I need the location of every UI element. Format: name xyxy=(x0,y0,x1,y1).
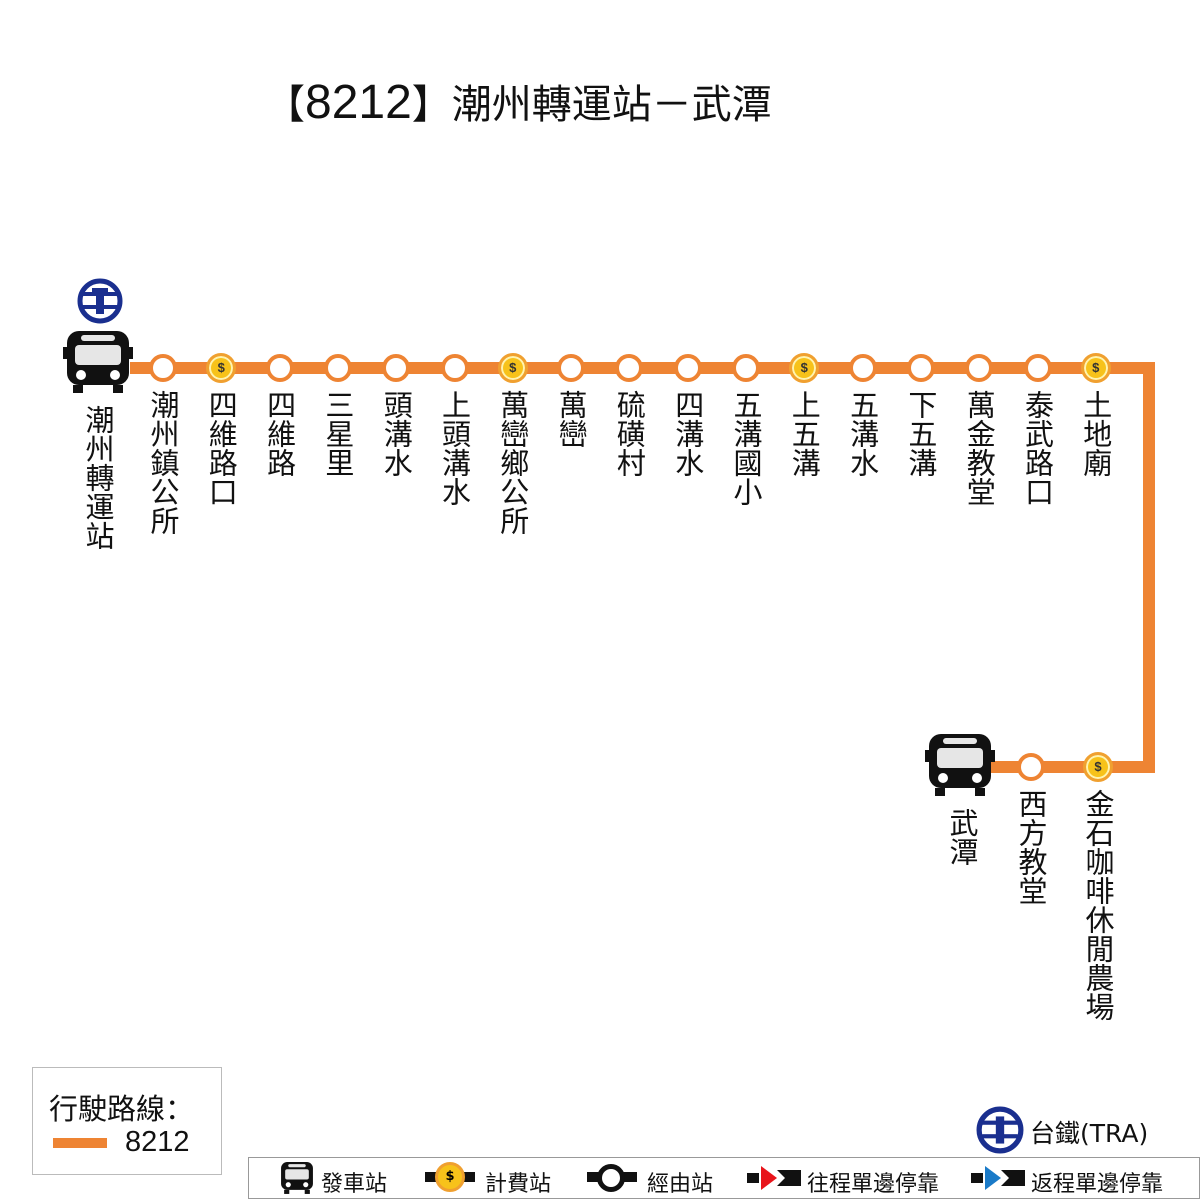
stop-marker xyxy=(1023,354,1052,382)
route-legend: 行駛路線： 8212 xyxy=(32,1067,222,1175)
stop-marker xyxy=(732,354,760,382)
stop-label: 三星里 xyxy=(320,390,355,477)
stop-marker xyxy=(440,354,469,382)
stop-label: 頭溝水 xyxy=(379,390,414,477)
stop-marker xyxy=(673,354,702,382)
tra-icon xyxy=(77,278,123,324)
stop-marker xyxy=(382,354,411,382)
stop-marker xyxy=(615,354,644,382)
stop-label: 西方教堂 xyxy=(1014,789,1048,905)
stop-label: 萬巒鄉公所 xyxy=(495,390,530,535)
via-legend-icon xyxy=(597,1164,625,1192)
start-bus-icon xyxy=(63,329,133,395)
stop-label: 泰武路口 xyxy=(1020,390,1055,506)
page-title: 【8212】潮州轉運站－武潭 xyxy=(265,72,772,130)
fare-legend-icon: $ xyxy=(435,1162,465,1192)
stop-label: 萬巒 xyxy=(554,390,589,448)
stop-marker xyxy=(1017,753,1045,781)
legend-via-label: 經由站 xyxy=(647,1172,714,1197)
route-name: 潮州轉運站－武潭 xyxy=(451,82,772,128)
stop-marker xyxy=(557,354,586,382)
tra-legend-label: 台鐵(TRA) xyxy=(1030,1119,1149,1148)
stop-marker xyxy=(965,354,994,382)
stop-label: 五溝國小 xyxy=(729,390,763,506)
stop-label: 四溝水 xyxy=(670,390,705,477)
legend-fare-label: 計費站 xyxy=(485,1172,552,1197)
tra-legend-icon xyxy=(976,1106,1024,1154)
outbound-arrow-icon xyxy=(747,1166,801,1190)
stop-marker xyxy=(906,354,935,382)
fare-stop-icon: $ xyxy=(789,353,820,383)
end-bus-icon xyxy=(925,732,995,798)
stop-label: 五溝水 xyxy=(845,390,880,477)
stop-label: 上頭溝水 xyxy=(437,390,472,506)
end-terminal-label: 武潭 xyxy=(945,808,979,866)
bus-terminal-icon xyxy=(281,1162,313,1194)
fare-stop-icon: $ xyxy=(1080,353,1111,383)
inbound-arrow-icon xyxy=(971,1166,1025,1190)
stop-label: 土地廟 xyxy=(1078,390,1113,477)
stop-marker xyxy=(149,354,177,382)
fare-stop-icon: $ xyxy=(206,353,237,383)
stop-marker xyxy=(848,354,877,382)
stop-label: 四維路口 xyxy=(204,390,239,506)
route-line-right xyxy=(1143,362,1155,773)
stop-label: 潮州鎮公所 xyxy=(146,390,180,535)
stop-label: 下五溝 xyxy=(903,390,938,477)
bracket-close: 】 xyxy=(411,82,452,128)
route-legend-title: 行駛路線： xyxy=(49,1092,195,1126)
stop-marker xyxy=(265,354,294,382)
fare-stop-icon: $ xyxy=(1083,752,1113,782)
stop-marker xyxy=(323,354,352,382)
stop-label: 上五溝 xyxy=(787,390,822,477)
stop-label: 四維路 xyxy=(262,390,297,477)
stop-label: 金石咖啡休閒農場 xyxy=(1081,789,1115,1021)
legend-terminal-label: 發車站 xyxy=(321,1172,388,1197)
symbol-legend: 發車站 $ 計費站 經由站 往程單邊停靠 返程單邊停靠 xyxy=(248,1157,1200,1199)
stop-label: 萬金教堂 xyxy=(962,390,997,506)
route-legend-swatch xyxy=(53,1138,107,1148)
route-line-bottom xyxy=(985,761,1155,773)
route-legend-name: 8212 xyxy=(125,1126,190,1158)
stop-label: 硫磺村 xyxy=(612,390,647,477)
legend-outbound-label: 往程單邊停靠 xyxy=(807,1172,940,1197)
bracket-open: 【 xyxy=(265,82,305,128)
legend-inbound-label: 返程單邊停靠 xyxy=(1031,1172,1164,1197)
route-number: 8212 xyxy=(305,76,412,129)
fare-stop-icon: $ xyxy=(497,353,528,383)
start-terminal-label: 潮州轉運站 xyxy=(81,405,115,550)
